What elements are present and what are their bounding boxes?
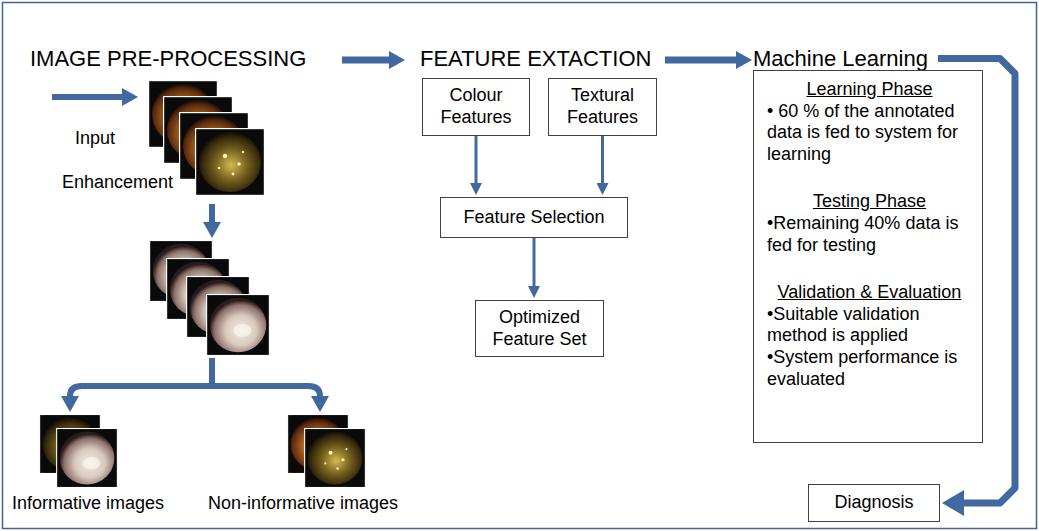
result-box: Diagnosis bbox=[808, 484, 940, 522]
enhanced-images bbox=[150, 241, 270, 356]
non-informative-images bbox=[288, 415, 366, 488]
phase-text: • 60 % of the annotated data is fed to s… bbox=[767, 101, 963, 166]
stage-arrow bbox=[665, 57, 736, 64]
stage-heading: FEATURE EXTACTION bbox=[420, 46, 651, 71]
step-label: Input bbox=[75, 128, 115, 149]
box-text: Colour Features bbox=[428, 85, 524, 128]
flow-connector bbox=[601, 136, 604, 183]
box-text: Textural Features bbox=[554, 85, 651, 128]
endoscopy-image bbox=[207, 295, 270, 356]
phase-panel: Machine LearningLearning Phase• 60 % of … bbox=[753, 47, 983, 443]
split-arrow bbox=[212, 386, 320, 396]
phase-heading: Learning Phase bbox=[767, 79, 972, 101]
endoscopy-image bbox=[57, 429, 118, 488]
phase-heading: Validation & Evaluation bbox=[767, 282, 972, 304]
panel-heading: Machine Learning bbox=[753, 47, 928, 70]
stage-heading: IMAGE PRE-PROCESSING bbox=[30, 46, 306, 71]
group-label: Informative images bbox=[12, 493, 164, 514]
endoscopy-image bbox=[196, 129, 265, 196]
feature-box: Textural Features bbox=[548, 78, 657, 136]
group-label: Non-informative images bbox=[208, 493, 398, 514]
split-line bbox=[209, 358, 215, 386]
process-box: Feature Selection bbox=[440, 197, 628, 238]
flow-connector bbox=[533, 238, 536, 286]
frame bbox=[3, 3, 1037, 529]
box-text: Diagnosis bbox=[834, 492, 913, 514]
stage-arrow bbox=[342, 57, 389, 64]
flow-connector bbox=[475, 136, 478, 183]
feature-box: Colour Features bbox=[422, 78, 530, 136]
split-arrow bbox=[70, 386, 212, 396]
box-text: Optimized Feature Set bbox=[481, 307, 598, 350]
step-arrow bbox=[209, 204, 215, 222]
informative-images bbox=[40, 415, 118, 488]
phase-text: •Remaining 40% data is fed for testing bbox=[767, 213, 963, 256]
input-arrow bbox=[52, 94, 122, 100]
process-box: Optimized Feature Set bbox=[475, 300, 604, 357]
step-label: Enhancement bbox=[62, 172, 173, 193]
endoscopy-image bbox=[305, 429, 366, 488]
phase-heading: Testing Phase bbox=[767, 191, 972, 213]
flow-arrows bbox=[52, 60, 736, 396]
phase-text: •System performance is evaluated bbox=[767, 347, 963, 390]
phase-text: •Suitable validation method is applied bbox=[767, 304, 963, 347]
panel-border: Learning Phase• 60 % of the annotated da… bbox=[753, 70, 983, 443]
box-text: Feature Selection bbox=[463, 207, 604, 229]
